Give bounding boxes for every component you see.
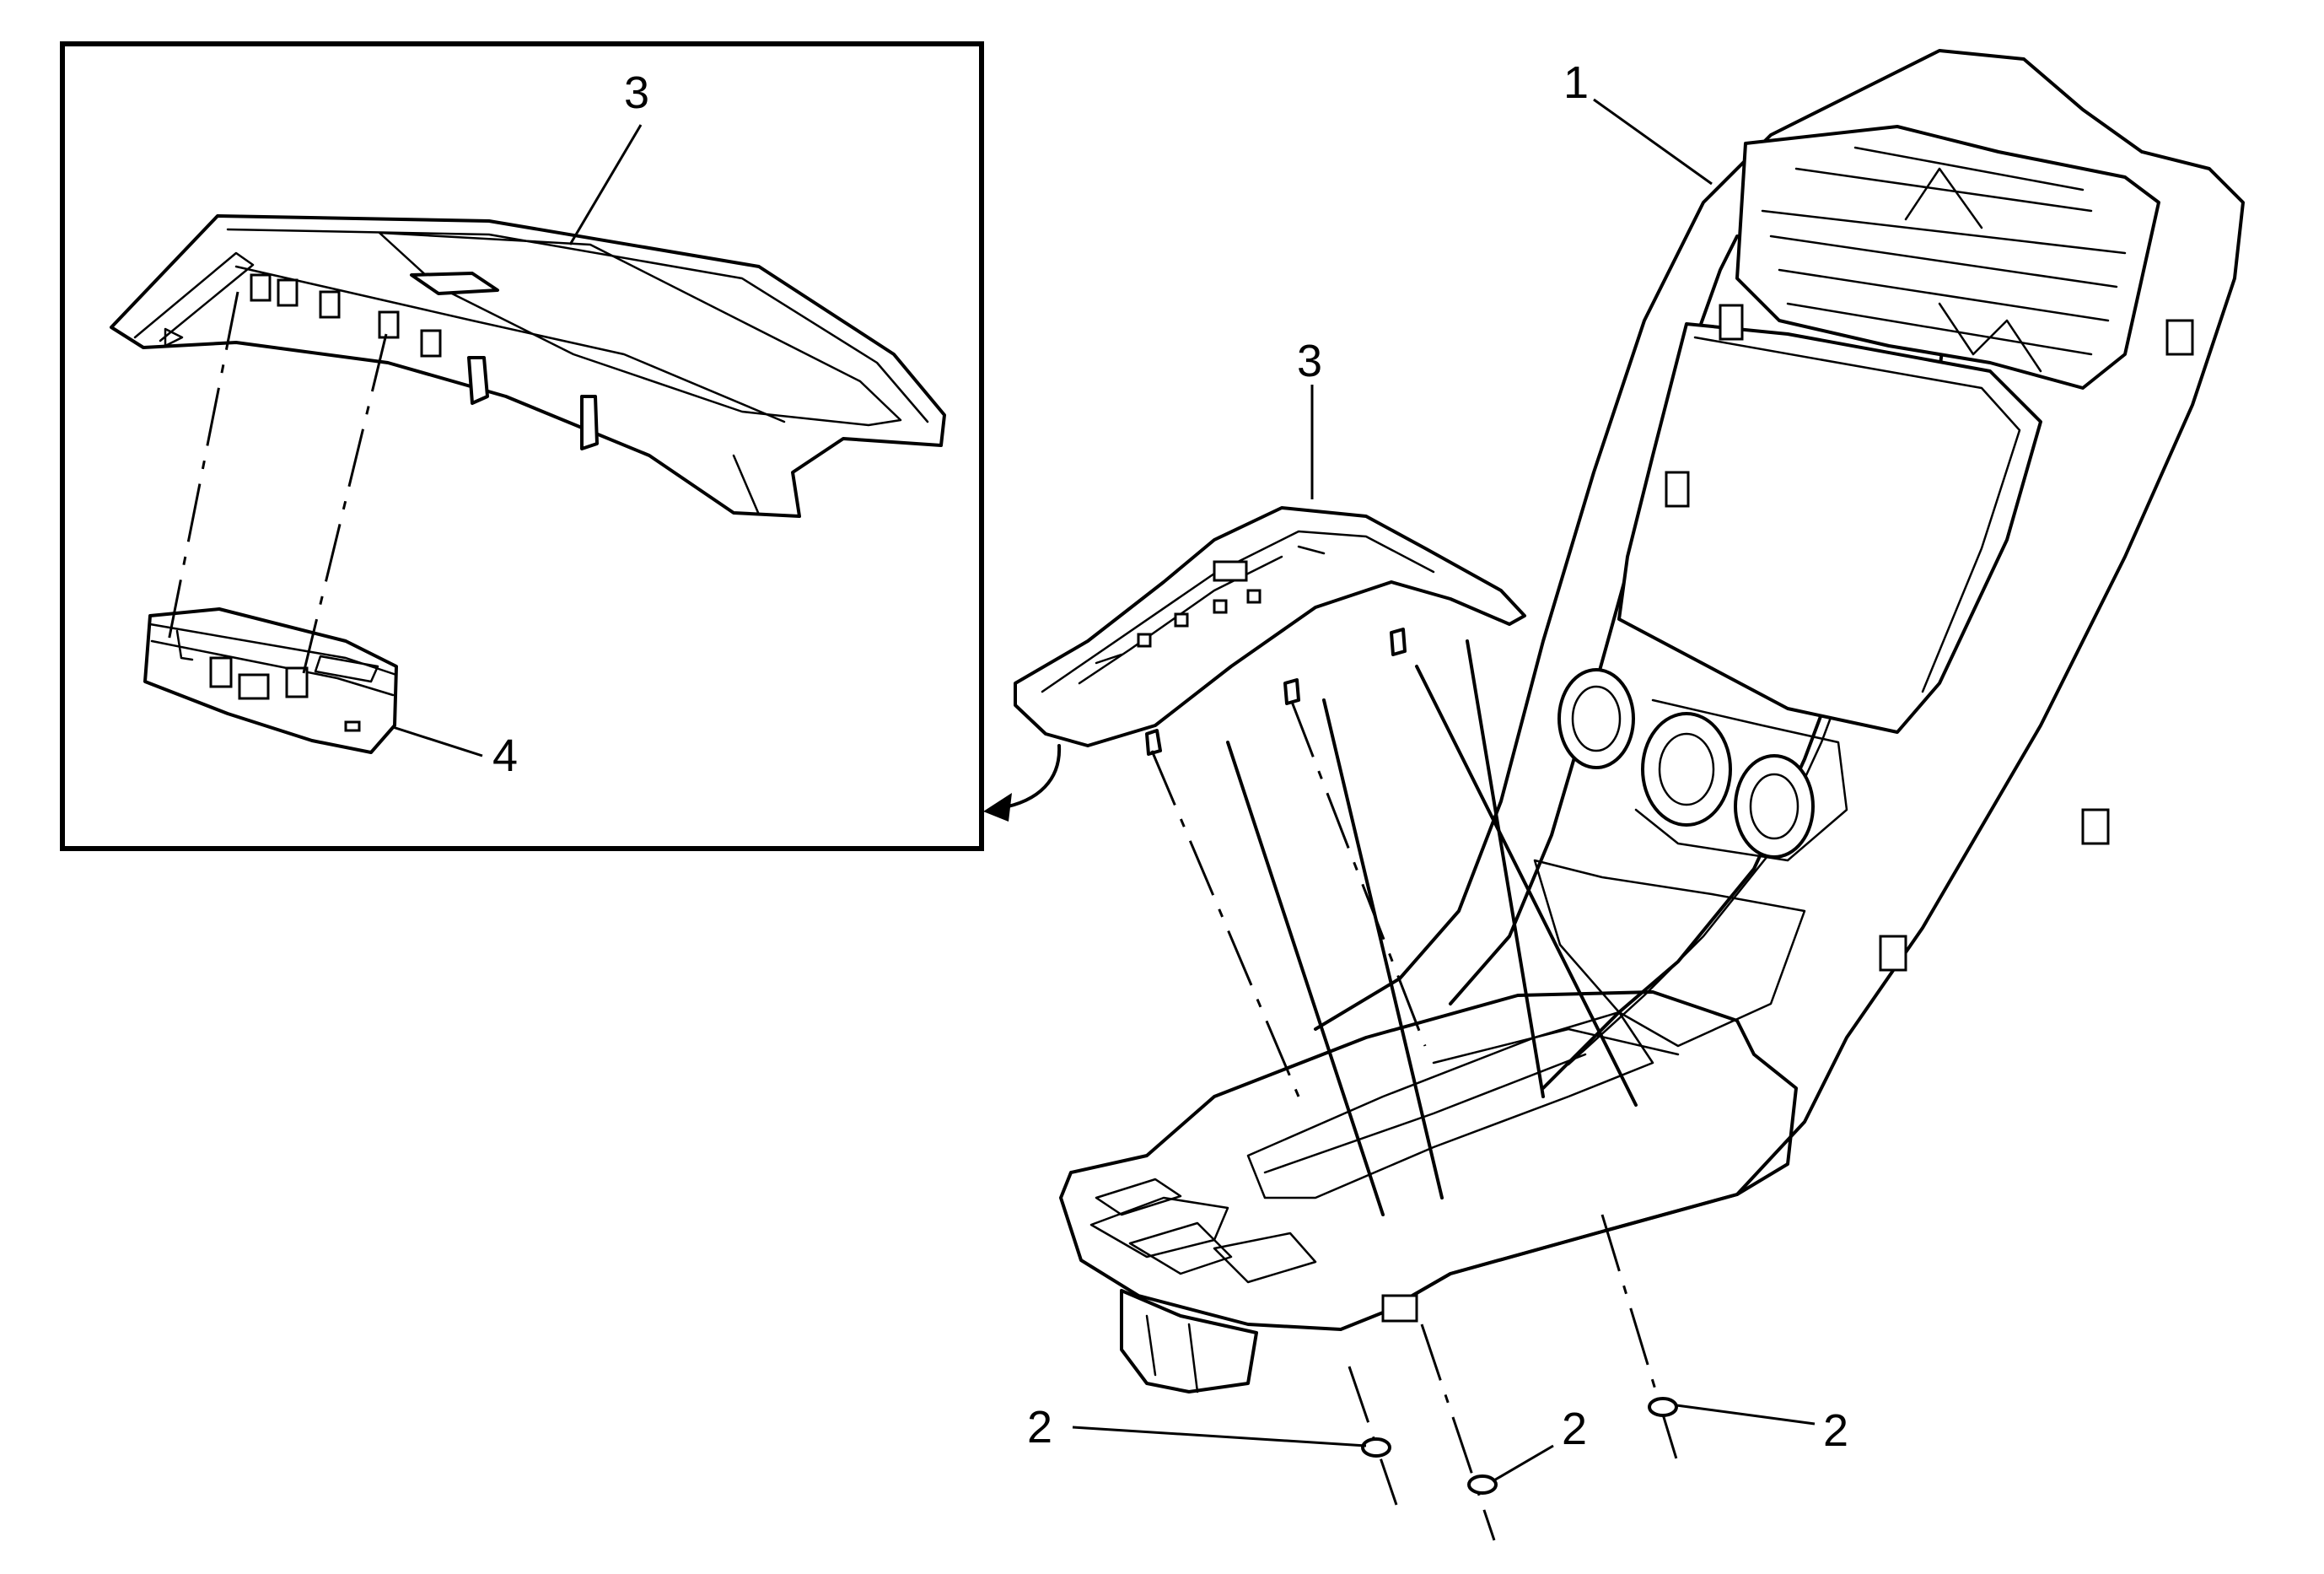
inset-frame — [60, 41, 984, 851]
callout-2-right: 2 — [1823, 1405, 1848, 1456]
center-console-assembly — [1059, 49, 2245, 1393]
alignment-lines — [1150, 639, 1638, 1216]
detail-reference-arrow — [983, 744, 1062, 822]
fastener-center — [1467, 1474, 1498, 1495]
fastener-left — [1361, 1437, 1391, 1458]
callout-2-center: 2 — [1562, 1404, 1587, 1454]
inset-trim-plate — [110, 214, 946, 518]
inset-leader-3 — [568, 124, 643, 245]
fastener-right — [1648, 1397, 1678, 1417]
leader-1 — [1593, 98, 1713, 186]
main-trim-plate — [1014, 506, 1526, 756]
callout-3-main: 3 — [1297, 336, 1322, 386]
hvac-knob-right — [1734, 754, 1815, 859]
fasteners — [1072, 1214, 1816, 1541]
callout-1: 1 — [1563, 57, 1589, 108]
callout-2-left: 2 — [1027, 1402, 1052, 1453]
hvac-knob-left — [1557, 668, 1635, 769]
inset-callout-3: 3 — [624, 67, 649, 118]
inset-guide-line-1 — [167, 291, 239, 642]
inset-switch-assembly — [143, 607, 398, 754]
inset-leader-4 — [392, 725, 483, 757]
detail-inset: 3 4 — [60, 41, 984, 851]
inset-callout-4: 4 — [492, 730, 518, 781]
inset-guide-line-2 — [302, 333, 388, 674]
hvac-knob-center — [1641, 712, 1732, 827]
